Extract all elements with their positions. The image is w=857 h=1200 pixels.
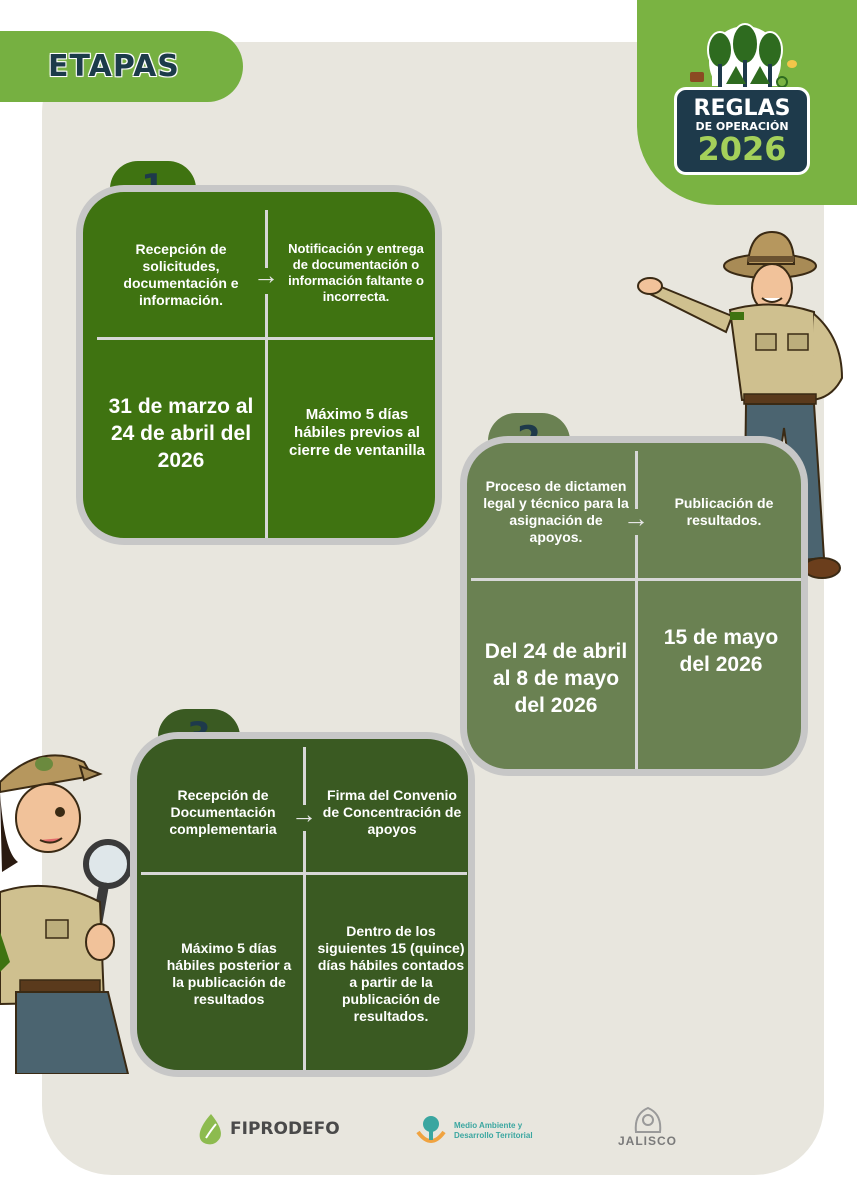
divider (471, 578, 801, 581)
jalisco-name: JALISCO (618, 1134, 678, 1148)
logo-line3: 2026 (697, 129, 787, 168)
stage-1-next-date: Máximo 5 días hábiles previos al cierre … (289, 406, 425, 459)
stage-1-next-activity: Notificación y entrega de documentación … (288, 241, 424, 304)
stage-2-next-date: 15 de mayo del 2026 (663, 626, 779, 676)
stage-3-card: → Recepción de Documentación complementa… (130, 732, 475, 1077)
stage-2-card: → Proceso de dictamen legal y técnico pa… (460, 436, 808, 776)
stage-1-date: 31 de marzo al 24 de abril del 2026 (108, 394, 254, 472)
stage-2-next-activity: Publicación de resultados. (674, 495, 774, 528)
stage-2-activity: Proceso de dictamen legal y técnico para… (483, 478, 629, 545)
divider (303, 831, 306, 877)
stage-1-activity: Recepción de solicitudes, documentación … (123, 241, 239, 308)
arrow-right-icon: → (291, 799, 317, 829)
divider (635, 581, 638, 769)
stage-3-next-activity: Firma del Convenio de Concentración de a… (322, 786, 462, 837)
divider (97, 337, 433, 340)
divider (635, 535, 638, 581)
stage-1-card: → Recepción de solicitudes, documentació… (76, 185, 442, 545)
divider (635, 451, 638, 509)
page-title: ETAPAS (48, 49, 180, 84)
divider (265, 210, 268, 268)
arrow-right-icon: → (253, 260, 279, 290)
divider (265, 340, 268, 538)
environment-icon (416, 1116, 446, 1143)
logo-line2: DE OPERACIÓN (695, 119, 789, 133)
title-tab: ETAPAS (0, 31, 243, 102)
medio-ambiente-name: Medio Ambiente y Desarrollo Territorial (454, 1121, 533, 1140)
jalisco-seal-icon (634, 1106, 661, 1133)
divider (303, 747, 306, 805)
jalisco-logo: JALISCO (618, 1104, 677, 1148)
ranger-woman-illustration (0, 754, 133, 1074)
fiprodefo-name: FIPRODEFO (230, 1119, 340, 1139)
logo-line1: REGLAS (693, 95, 791, 121)
stage-3-date: Máximo 5 días hábiles posterior a la pub… (166, 940, 292, 1007)
trees-icon (690, 23, 797, 94)
stage-3-next-date: Dentro de los siguientes 15 (quince) día… (317, 923, 465, 1024)
arrow-right-icon: → (623, 503, 649, 533)
medio-ambiente-logo: Medio Ambiente y Desarrollo Territorial (414, 1114, 554, 1148)
stage-3-activity: Recepción de Documentación complementari… (169, 786, 277, 837)
divider (265, 294, 268, 340)
fiprodefo-logo: FIPRODEFO (196, 1112, 340, 1146)
ranger-man-illustration (637, 230, 844, 579)
leaf-drop-icon (199, 1114, 221, 1145)
stage-2-date: Del 24 de abril al 8 de mayo del 2026 (484, 639, 628, 717)
divider (141, 872, 467, 875)
divider (303, 877, 306, 1070)
logo-badge: REGLAS DE OPERACIÓN 2026 (674, 87, 810, 175)
